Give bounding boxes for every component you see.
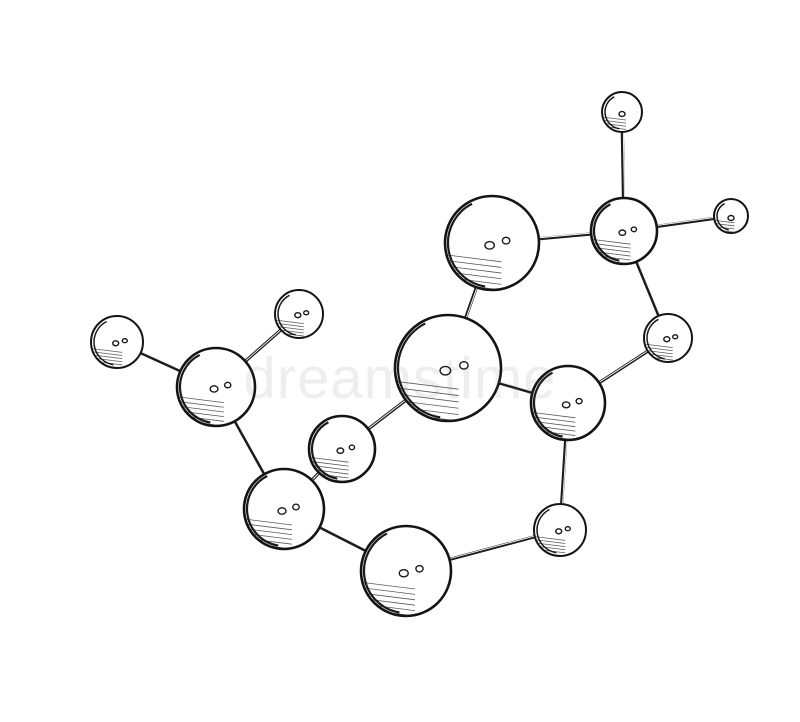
atom-outline bbox=[443, 194, 541, 292]
atom-body bbox=[275, 290, 323, 338]
atom-crater bbox=[663, 336, 671, 343]
atom-crater bbox=[618, 110, 626, 118]
atoms-layer bbox=[90, 91, 749, 618]
atom-shadow-edge bbox=[362, 532, 400, 614]
atom-crater bbox=[439, 365, 452, 376]
atom-crater bbox=[336, 447, 345, 454]
atom-crater bbox=[501, 236, 511, 245]
atom-h1 bbox=[601, 91, 643, 133]
atom-outline bbox=[601, 91, 643, 133]
atom-outline bbox=[359, 524, 453, 618]
atom-crater bbox=[277, 507, 287, 515]
atom-crater bbox=[292, 503, 300, 511]
atom-outline bbox=[533, 503, 587, 557]
atom-crater bbox=[672, 334, 679, 340]
atom-shadow-edge bbox=[646, 318, 665, 360]
atom-h5 bbox=[274, 289, 324, 339]
atom-body bbox=[534, 504, 586, 556]
atom-c7 bbox=[359, 524, 453, 618]
atom-crater bbox=[458, 360, 469, 370]
atom-shadow-edge bbox=[532, 371, 563, 438]
atom-crater bbox=[618, 229, 627, 236]
atom-outline bbox=[589, 196, 659, 266]
atom-h4 bbox=[90, 315, 144, 369]
atom-crater bbox=[223, 381, 232, 389]
atom-crater bbox=[111, 340, 120, 347]
atom-outline bbox=[242, 467, 326, 551]
atom-c4 bbox=[175, 346, 257, 428]
atom-shadow-edge bbox=[604, 96, 620, 130]
atom-body bbox=[531, 366, 605, 440]
atom-body bbox=[177, 348, 255, 426]
atom-shadow-edge bbox=[536, 508, 557, 554]
atom-outline bbox=[175, 346, 257, 428]
atom-outline bbox=[393, 313, 503, 423]
atom-body bbox=[244, 469, 324, 549]
atom-outline bbox=[274, 289, 324, 339]
atom-crater bbox=[303, 310, 310, 316]
atom-shadow-edge bbox=[446, 202, 486, 288]
atom-shadow-edge bbox=[716, 202, 729, 231]
atom-outline bbox=[90, 315, 144, 369]
atom-shadow-edge bbox=[592, 203, 620, 262]
atom-crater bbox=[348, 444, 356, 451]
atom-body bbox=[91, 316, 143, 368]
atom-crater bbox=[575, 397, 583, 405]
atom-h3 bbox=[643, 313, 693, 363]
atom-body bbox=[395, 315, 501, 421]
atom-crater bbox=[561, 401, 571, 409]
atom-shadow-edge bbox=[245, 475, 279, 547]
atom-shadow-edge bbox=[93, 320, 114, 366]
atom-crater bbox=[209, 385, 219, 393]
atom-crater bbox=[121, 338, 129, 344]
atom-crater bbox=[415, 564, 424, 573]
atom-crater bbox=[398, 568, 409, 578]
atom-c1 bbox=[589, 196, 659, 266]
atom-c8 bbox=[533, 503, 587, 557]
atom-crater bbox=[555, 528, 563, 535]
atom-shadow-edge bbox=[178, 353, 211, 424]
atom-crater bbox=[630, 226, 638, 233]
atom-outline bbox=[529, 364, 607, 442]
atom-outline bbox=[713, 198, 749, 234]
atom-crater bbox=[484, 240, 496, 250]
atom-body bbox=[445, 196, 539, 290]
atom-outline bbox=[307, 414, 377, 484]
atom-h2 bbox=[713, 198, 749, 234]
atom-body bbox=[644, 314, 692, 362]
atom-shadow-edge bbox=[310, 421, 338, 480]
atom-o1 bbox=[443, 194, 541, 292]
atom-crater bbox=[564, 526, 571, 532]
atom-c6 bbox=[242, 467, 326, 551]
atom-outline bbox=[643, 313, 693, 363]
atom-shadow-edge bbox=[277, 294, 296, 336]
atom-crater bbox=[727, 214, 735, 222]
atom-body bbox=[361, 526, 451, 616]
atom-shadow-edge bbox=[396, 322, 441, 419]
atom-crater bbox=[294, 312, 302, 319]
